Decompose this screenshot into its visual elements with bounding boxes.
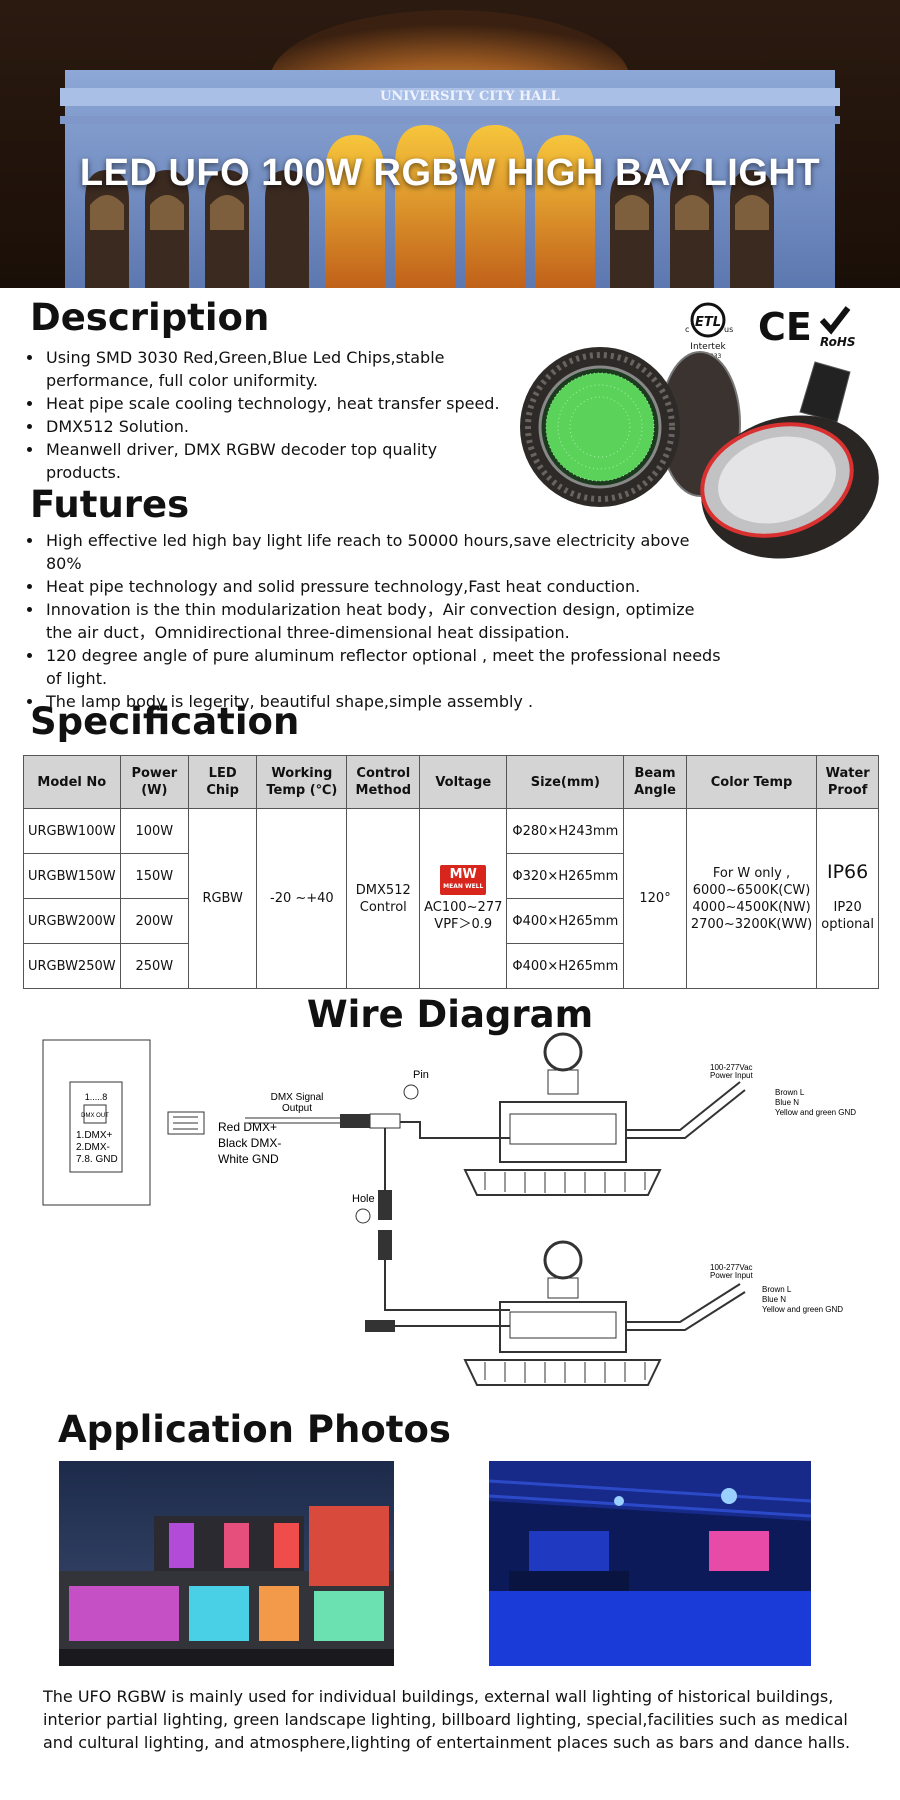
specification-table: Model No Power (W) LED Chip Working Temp… <box>23 755 879 989</box>
hero-building-image: UNIVERSITY CITY HALL <box>0 0 900 288</box>
list-item: Meanwell driver, DMX RGBW decoder top qu… <box>44 438 514 484</box>
list-item: Innovation is the thin modularization he… <box>44 598 724 644</box>
control-method-cell: DMX512 Control <box>346 808 421 989</box>
table-row: URGBW150W 150W Φ320×H265mm <box>23 853 879 899</box>
lamp-drawing-top <box>463 1032 746 1196</box>
product-image <box>515 342 880 567</box>
model-cell: URGBW150W <box>23 853 121 899</box>
svg-text:DMX OUT: DMX OUT <box>81 1113 109 1119</box>
model-cell: URGBW250W <box>23 943 121 989</box>
svg-text:7.8. GND: 7.8. GND <box>76 1154 118 1165</box>
power-cell: 150W <box>119 853 190 899</box>
table-header: Water Proof <box>816 755 879 809</box>
list-item: Using SMD 3030 Red,Green,Blue Led Chips,… <box>44 346 514 392</box>
size-cell: Φ400×H265mm <box>506 943 625 989</box>
svg-text:Output: Output <box>282 1103 312 1114</box>
svg-text:DMX Signal: DMX Signal <box>271 1092 324 1103</box>
description-list: Using SMD 3030 Red,Green,Blue Led Chips,… <box>22 346 514 484</box>
table-header: LED Chip <box>188 755 258 809</box>
table-header: Size(mm) <box>506 755 625 809</box>
wire-diagram-heading: Wire Diagram <box>306 993 594 1036</box>
wire-diagram: 1.....8 DMX OUT 1.DMX+ 2.DMX- 7.8. GND R… <box>40 1030 860 1405</box>
table-row: URGBW200W 200W Φ400×H265mm <box>23 898 879 944</box>
application-photo-bar <box>489 1461 811 1666</box>
table-row: URGBW250W 250W Φ400×H265mm <box>23 943 879 989</box>
table-row: URGBW100W 100W RGBW -20 ~+40 DMX512 Cont… <box>23 808 879 989</box>
svg-text:Black DMX-: Black DMX- <box>218 1136 281 1150</box>
voltage-cell: MW MEAN WELL AC100~277 VPF＞0.9 <box>419 808 508 989</box>
table-header-row: Model No Power (W) LED Chip Working Temp… <box>23 755 879 809</box>
list-item: Heat pipe scale cooling technology, heat… <box>44 392 514 415</box>
futures-list: High effective led high bay light life r… <box>22 529 724 713</box>
ip20-label: IP20 optional <box>821 900 874 932</box>
application-heading: Application Photos <box>58 1408 451 1451</box>
table-header: Power (W) <box>119 755 190 809</box>
table-header: Color Temp <box>685 755 818 809</box>
svg-text:us: us <box>724 325 733 334</box>
specification-heading: Specification <box>30 700 300 743</box>
table-header: Model No <box>23 755 121 809</box>
color-temp-cell: For W only , 6000~6500K(CW) 4000~4500K(N… <box>685 808 818 989</box>
meanwell-logo: MW MEAN WELL <box>440 864 487 895</box>
svg-text:Power Input: Power Input <box>710 1071 753 1080</box>
table-header: Voltage <box>419 755 508 809</box>
list-item: The lamp body is legerity, beautiful sha… <box>44 690 724 713</box>
table-header: Control Method <box>346 755 421 809</box>
ip66-label: IP66 <box>827 861 869 883</box>
power-cell: 250W <box>119 943 190 989</box>
svg-text:100-277Vac: 100-277Vac <box>710 1263 753 1272</box>
svg-text:c: c <box>685 325 689 334</box>
svg-text:Brown L: Brown L <box>762 1285 792 1294</box>
svg-text:ETL: ETL <box>695 315 721 330</box>
size-cell: Φ400×H265mm <box>506 898 625 944</box>
svg-text:100-277Vac: 100-277Vac <box>710 1063 753 1072</box>
svg-text:Power Input: Power Input <box>710 1271 753 1280</box>
svg-text:2.DMX-: 2.DMX- <box>76 1142 110 1153</box>
size-cell: Φ280×H243mm <box>506 808 625 854</box>
power-cell: 100W <box>119 808 190 854</box>
list-item: DMX512 Solution. <box>44 415 514 438</box>
svg-text:Yellow and green GND: Yellow and green GND <box>775 1108 856 1117</box>
svg-text:Blue N: Blue N <box>762 1295 786 1304</box>
power-cell: 200W <box>119 898 190 944</box>
list-item: High effective led high bay light life r… <box>44 529 724 575</box>
beam-angle-cell: 120° <box>623 808 687 989</box>
page-title: LED UFO 100W RGBW HIGH BAY LIGHT <box>79 152 821 194</box>
description-heading: Description <box>30 296 270 339</box>
svg-text:Red DMX+: Red DMX+ <box>218 1120 277 1134</box>
svg-text:Hole: Hole <box>352 1193 375 1205</box>
hero-banner: UNIVERSITY CITY HALL LED UFO 100W RGBW H… <box>0 0 900 288</box>
model-cell: URGBW200W <box>23 898 121 944</box>
table-header: Beam Angle <box>623 755 687 809</box>
waterproof-cell: IP66 IP20 optional <box>816 808 879 989</box>
working-temp-cell: -20 ~+40 <box>256 808 348 989</box>
svg-text:Intertek: Intertek <box>690 342 726 352</box>
svg-text:Blue N: Blue N <box>775 1098 799 1107</box>
application-description: The UFO RGBW is mainly used for individu… <box>43 1687 851 1752</box>
svg-text:White GND: White GND <box>218 1152 279 1166</box>
list-item: 120 degree angle of pure aluminum reflec… <box>44 644 724 690</box>
futures-heading: Futures <box>30 483 190 526</box>
led-chip-cell: RGBW <box>188 808 258 989</box>
ce-logo: CE <box>758 305 812 349</box>
voltage-pf: VPF＞0.9 <box>434 916 493 932</box>
lamp-drawing-bottom <box>463 1240 746 1386</box>
svg-text:Brown L: Brown L <box>775 1088 805 1097</box>
building-sign: UNIVERSITY CITY HALL <box>380 89 560 104</box>
list-item: Heat pipe technology and solid pressure … <box>44 575 724 598</box>
model-cell: URGBW100W <box>23 808 121 854</box>
size-cell: Φ320×H265mm <box>506 853 625 899</box>
svg-text:1.....8: 1.....8 <box>85 1092 108 1102</box>
svg-text:RoHS: RoHS <box>820 335 856 349</box>
rohs-logo: RoHS <box>819 306 856 349</box>
svg-text:Pin: Pin <box>413 1069 429 1081</box>
svg-text:1.DMX+: 1.DMX+ <box>76 1130 113 1141</box>
table-header: Working Temp (℃) <box>256 755 348 809</box>
voltage-range: AC100~277 <box>424 899 503 915</box>
svg-text:Yellow and green GND: Yellow and green GND <box>762 1305 843 1314</box>
application-photo-house <box>59 1461 394 1666</box>
